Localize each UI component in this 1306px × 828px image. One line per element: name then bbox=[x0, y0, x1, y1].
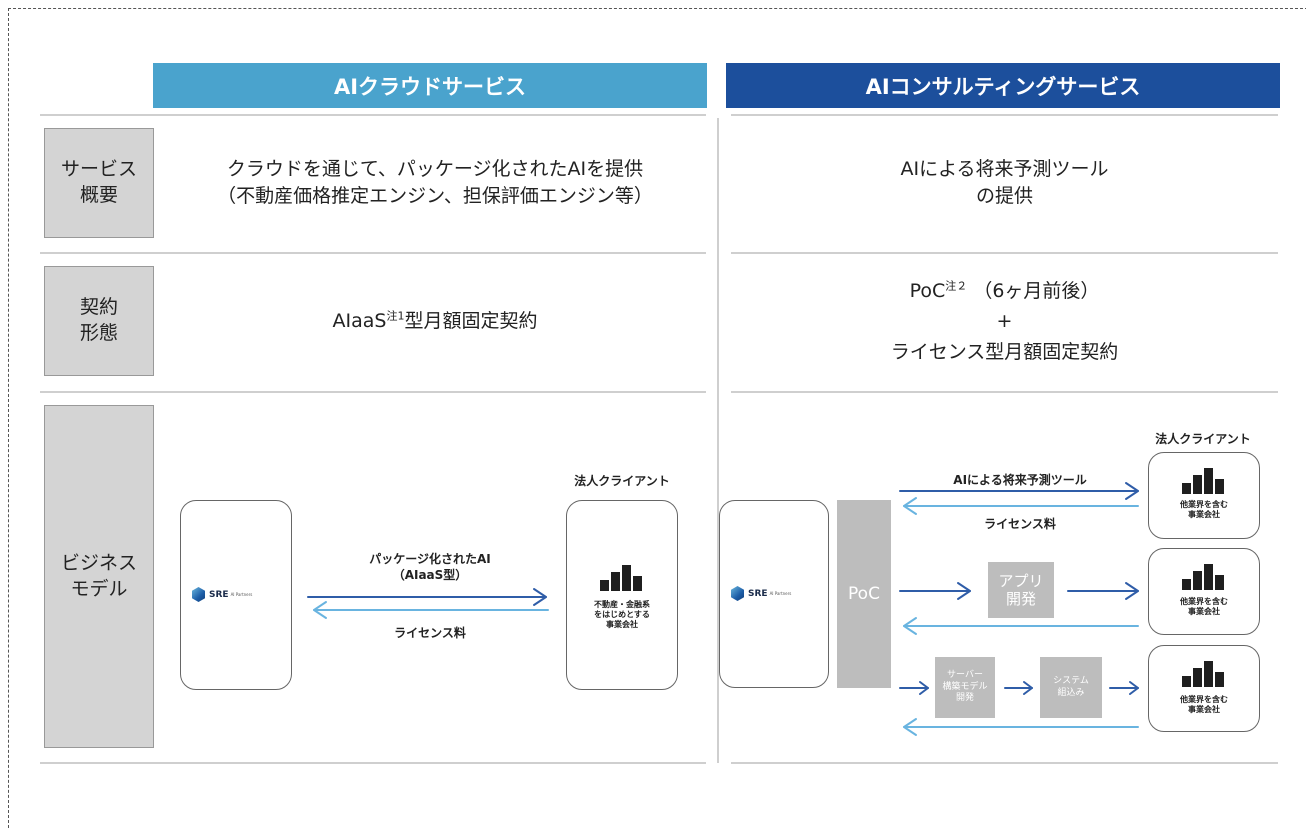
consulting-client-card bbox=[1148, 548, 1260, 635]
consulting-client-desc: 他業界を含む事業会社 bbox=[1180, 500, 1228, 519]
dashed-frame bbox=[8, 8, 1306, 828]
separator bbox=[731, 762, 1278, 764]
system-integration-box: システム組込み bbox=[1040, 657, 1102, 718]
consulting-client-desc: 他業界を含む事業会社 bbox=[1180, 597, 1228, 616]
flow-arrows bbox=[307, 482, 1139, 736]
building-icon bbox=[1182, 468, 1226, 494]
server-model-dev-box: サーバー構築モデル開発 bbox=[935, 657, 995, 718]
row-label-overview: サービス概要 bbox=[44, 128, 154, 238]
cloud-contract-text: AIaaS注1型月額固定契約 bbox=[332, 309, 538, 332]
separator bbox=[731, 252, 1278, 254]
app-dev-box: アプリ開発 bbox=[988, 562, 1054, 618]
separator bbox=[40, 114, 706, 116]
column-divider bbox=[717, 118, 719, 763]
cloud-overview-text: クラウドを通じて、パッケージ化されたAIを提供 （不動産価格推定エンジン、担保評… bbox=[217, 158, 653, 207]
cloud-client-title: 法人クライアント bbox=[574, 474, 670, 488]
sre-cube-icon bbox=[731, 586, 744, 601]
row-label-contract: 契約形態 bbox=[44, 266, 154, 376]
separator bbox=[40, 762, 706, 764]
consulting-service-header: AIコンサルティングサービス bbox=[726, 63, 1280, 108]
separator bbox=[731, 391, 1278, 393]
cloud-client-desc: 不動産・金融系 をはじめとする 事業会社 bbox=[594, 600, 650, 629]
building-icon bbox=[1182, 564, 1226, 590]
forecast-tool-label: AIによる将来予測ツール bbox=[953, 473, 1087, 487]
sre-cube-icon bbox=[192, 587, 205, 602]
building-icon bbox=[600, 565, 644, 591]
building-icon bbox=[1182, 661, 1226, 687]
consulting-contract-text: PoC注２ （6ヶ月前後） + ライセンス型月額固定契約 bbox=[890, 279, 1119, 363]
consulting-overview-text: AIによる将来予測ツール の提供 bbox=[900, 158, 1109, 207]
consulting-client-desc: 他業界を含む事業会社 bbox=[1180, 695, 1228, 714]
separator bbox=[40, 391, 706, 393]
separator bbox=[40, 252, 706, 254]
consulting-client-title: 法人クライアント bbox=[1155, 432, 1251, 446]
cloud-client-card bbox=[566, 500, 678, 690]
row-label-business: ビジネスモデル bbox=[44, 405, 154, 748]
consulting-license-fee-label: ライセンス料 bbox=[984, 517, 1056, 531]
sre-logo-consulting: SRE AI Partners bbox=[731, 586, 791, 601]
consulting-client-card bbox=[1148, 452, 1260, 539]
consulting-client-card bbox=[1148, 645, 1260, 732]
cloud-license-fee-label: ライセンス料 bbox=[394, 626, 466, 640]
poc-box: PoC bbox=[837, 500, 891, 688]
cloud-service-header: AIクラウドサービス bbox=[153, 63, 707, 108]
separator bbox=[731, 114, 1278, 116]
cloud-package-ai-label: パッケージ化されたAI （AIaaS型） bbox=[369, 552, 491, 582]
sre-logo: SRE AI Partners bbox=[192, 587, 252, 602]
